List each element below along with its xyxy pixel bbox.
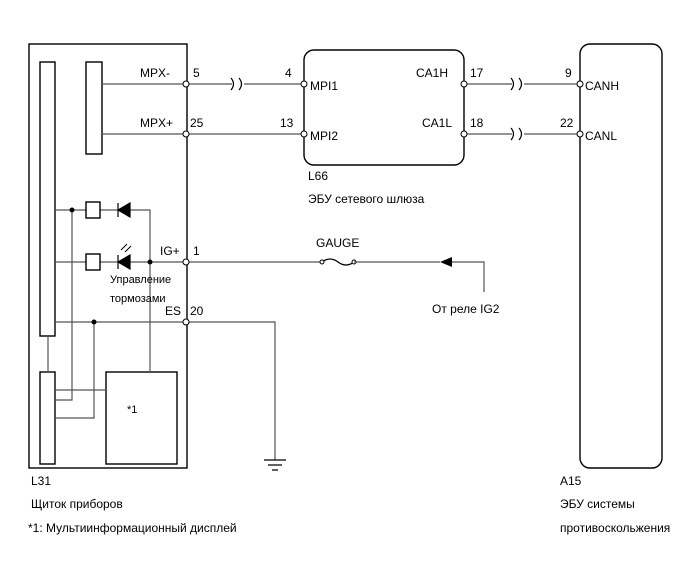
signal-ca1l: CA1L	[422, 116, 452, 130]
terminal-pin	[576, 130, 584, 138]
terminal-pin	[300, 80, 308, 88]
l31-comm-ic	[85, 61, 103, 155]
fuse-label: GAUGE	[316, 236, 359, 250]
wire-break-icon	[230, 77, 243, 91]
signal-ig-plus: IG+	[160, 244, 180, 258]
brake-control-label-2: тормозами	[110, 293, 166, 305]
l66-connector-box	[303, 49, 465, 166]
terminal-pin	[300, 130, 308, 138]
wire-break-icon	[510, 127, 523, 141]
signal-ca1h: CA1H	[416, 66, 448, 80]
ground-icon	[264, 459, 286, 471]
terminal-pin	[182, 258, 190, 266]
pin-l66-4: 4	[285, 66, 292, 80]
pin-l31-25: 25	[190, 116, 204, 130]
pin-l66-18: 18	[470, 116, 484, 130]
terminal-pin	[460, 130, 468, 138]
terminal-pin	[182, 130, 190, 138]
multi-info-display-label: *1	[127, 404, 137, 416]
brake-control-label-1: Управление	[110, 274, 171, 286]
wire-l31-vert-2	[55, 322, 95, 419]
signal-mpx-plus: MPX+	[140, 116, 173, 130]
wire-l31-led1-c	[130, 209, 151, 262]
signal-canh: CANH	[585, 79, 619, 93]
pin-l31-1: 1	[193, 244, 200, 258]
multi-info-display-box	[105, 371, 178, 465]
wire-break-icon	[510, 77, 523, 91]
footnote: *1: Мультиинформационный дисплей	[28, 521, 237, 535]
l66-code: L66	[308, 169, 328, 183]
wire-ig-relay	[452, 261, 485, 292]
wire-es-ground	[186, 321, 276, 460]
l66-title: ЭБУ сетевого шлюза	[308, 192, 425, 206]
l31-code: L31	[31, 474, 51, 488]
a15-connector-box	[579, 43, 663, 469]
junction-dot	[91, 319, 97, 325]
signal-canl: CANL	[585, 129, 617, 143]
resistor-1	[85, 201, 101, 219]
pin-l66-13: 13	[280, 116, 294, 130]
signal-mpx-minus: MPX-	[140, 66, 170, 80]
l31-title: Щиток приборов	[31, 497, 123, 511]
relay-source-label: От реле IG2	[432, 302, 500, 316]
l31-meter-bus-bar	[39, 61, 56, 337]
a15-title-1: ЭБУ системы	[560, 497, 635, 511]
diode-icon	[116, 201, 131, 219]
signal-mpi1: MPI1	[310, 79, 338, 93]
a15-title-2: противоскольжения	[560, 521, 670, 535]
pin-a15-22: 22	[560, 116, 574, 130]
pin-l66-17: 17	[470, 66, 484, 80]
resistor-2	[85, 253, 101, 271]
led-icon	[116, 253, 131, 271]
a15-code: A15	[560, 474, 582, 488]
fuse-icon	[321, 258, 355, 266]
wire-l31-vert-1	[55, 210, 73, 401]
junction-dot	[69, 207, 75, 213]
fuse-terminal	[319, 259, 325, 265]
signal-mpi2: MPI2	[310, 129, 338, 143]
pin-a15-9: 9	[565, 66, 572, 80]
signal-es: ES	[165, 304, 181, 318]
junction-dot	[147, 259, 153, 265]
terminal-pin	[182, 318, 190, 326]
terminal-pin	[576, 80, 584, 88]
terminal-pin	[460, 80, 468, 88]
pin-l31-20: 20	[190, 304, 204, 318]
l31-display-bus	[39, 371, 56, 465]
terminal-pin	[182, 80, 190, 88]
pin-l31-5: 5	[193, 66, 200, 80]
led-light-icon	[120, 243, 132, 253]
arrow-left-icon	[440, 257, 452, 267]
